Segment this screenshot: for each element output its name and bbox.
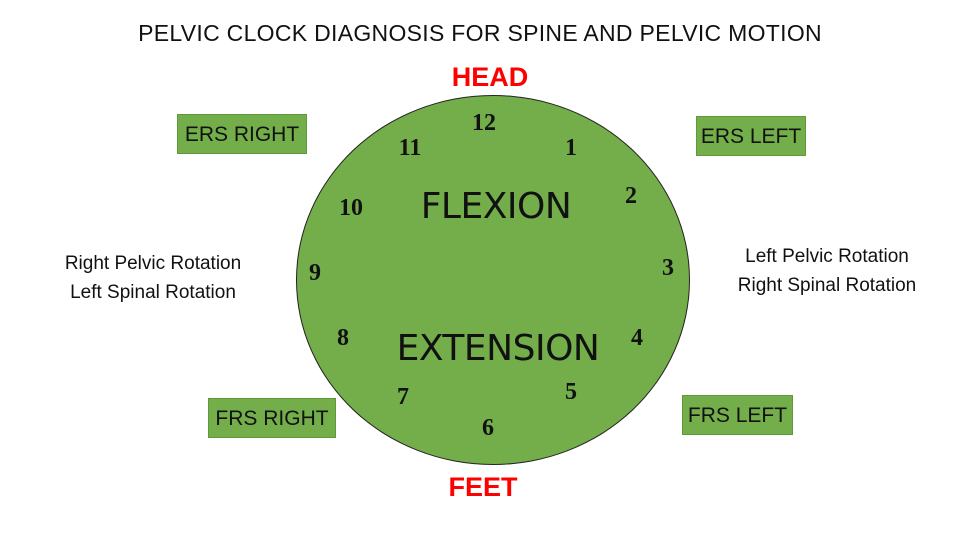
right-pelvic-rotation-text: Right Pelvic Rotation bbox=[64, 253, 242, 274]
clock-number-9: 9 bbox=[309, 260, 321, 286]
clock-number-3: 3 bbox=[662, 255, 674, 281]
left-rotation-text: Right Pelvic Rotation Left Spinal Rotati… bbox=[38, 249, 268, 307]
extension-label: EXTENSION bbox=[396, 328, 600, 369]
left-pelvic-rotation-text: Left Pelvic Rotation bbox=[745, 246, 909, 267]
right-spinal-rotation-text: Right Spinal Rotation bbox=[737, 275, 917, 296]
clock-number-1: 1 bbox=[565, 135, 577, 161]
clock-number-11: 11 bbox=[398, 135, 422, 161]
clock-number-7: 7 bbox=[397, 384, 409, 410]
clock-number-12: 12 bbox=[472, 110, 496, 136]
clock-number-5: 5 bbox=[565, 379, 577, 405]
feet-label: FEET bbox=[448, 472, 518, 502]
pelvic-clock bbox=[296, 95, 690, 465]
frs-right-box: FRS RIGHT bbox=[208, 398, 336, 438]
ers-left-box: ERS LEFT bbox=[696, 116, 806, 156]
page-title: PELVIC CLOCK DIAGNOSIS FOR SPINE AND PEL… bbox=[138, 20, 822, 46]
left-spinal-rotation-text: Left Spinal Rotation bbox=[70, 282, 236, 303]
ers-right-box: ERS RIGHT bbox=[177, 114, 307, 154]
clock-number-2: 2 bbox=[625, 183, 637, 209]
frs-left-box: FRS LEFT bbox=[682, 395, 793, 435]
flexion-label: FLEXION bbox=[420, 186, 572, 227]
clock-number-10: 10 bbox=[339, 195, 363, 221]
clock-number-8: 8 bbox=[337, 325, 349, 351]
clock-number-6: 6 bbox=[482, 415, 494, 441]
head-label: HEAD bbox=[451, 62, 529, 92]
right-rotation-text: Left Pelvic Rotation Right Spinal Rotati… bbox=[712, 242, 942, 300]
clock-number-4: 4 bbox=[631, 325, 643, 351]
